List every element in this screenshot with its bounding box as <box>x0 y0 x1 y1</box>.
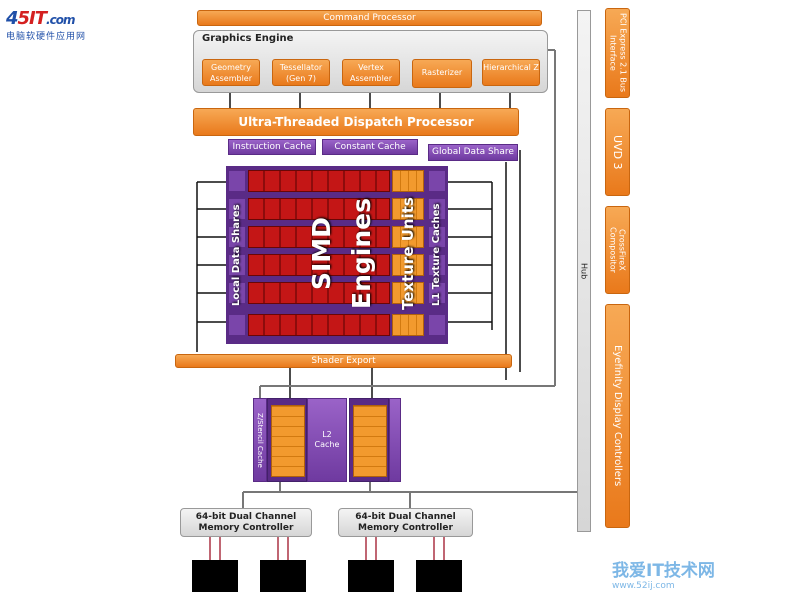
l2-cache: L2 Cache <box>307 398 347 482</box>
l1-cell <box>428 254 446 276</box>
l1-cell <box>428 282 446 304</box>
eyefinity-display-controllers: Eyefinity Display Controllers <box>605 304 630 528</box>
logo-brand-b: 5IT <box>17 8 47 29</box>
watermark-main: 我爱IT技术网 <box>612 561 715 581</box>
render-backend-cells <box>271 405 305 477</box>
l2-cache-label: L2 Cache <box>314 430 340 449</box>
local-data-shares-label: Local Data Shares <box>231 204 242 306</box>
hierarchical-z-label: Hierarchical Z <box>483 63 539 72</box>
global-data-share-label: Global Data Share <box>432 147 514 157</box>
texture-unit-row <box>392 198 424 220</box>
geometry-assembler-label: Geometry Assembler <box>209 63 253 83</box>
lds-cell <box>228 198 246 220</box>
memory-controller-2-line2: Memory Controller <box>358 522 453 533</box>
hub-label: Hub <box>579 262 589 280</box>
tessellator: Tessellator (Gen 7) <box>272 59 330 86</box>
crossfirex-label: CrossFireX Compositor <box>608 227 627 273</box>
instruction-cache: Instruction Cache <box>228 139 316 155</box>
memory-chip <box>192 560 238 592</box>
texture-unit-row <box>392 254 424 276</box>
memory-chip <box>260 560 306 592</box>
lds-cell <box>228 170 246 192</box>
eyefinity-label: Eyefinity Display Controllers <box>612 345 623 487</box>
pci-express-label: PCI Express 2.1 Bus Interface <box>608 13 628 93</box>
l1-cell <box>428 170 446 192</box>
logo-brand: 45IT.com <box>6 8 116 29</box>
lds-cell <box>228 282 246 304</box>
l1-cell <box>428 226 446 248</box>
hierarchical-z: Hierarchical Z <box>482 59 540 86</box>
logo-subtitle: 电脑软硬件应用网 <box>6 32 87 42</box>
geometry-assembler: Geometry Assembler <box>202 59 260 86</box>
instruction-cache-label: Instruction Cache <box>232 142 312 152</box>
vertex-assembler: Vertex Assembler <box>342 59 400 86</box>
shader-export-label: Shader Export <box>311 356 376 366</box>
pci-express-interface: PCI Express 2.1 Bus Interface <box>605 8 630 98</box>
render-backend-left <box>267 398 307 482</box>
dispatch-processor-label: Ultra-Threaded Dispatch Processor <box>238 115 474 129</box>
command-processor: Command Processor <box>197 10 542 26</box>
texture-unit-row <box>392 282 424 304</box>
dispatch-processor: Ultra-Threaded Dispatch Processor <box>193 108 519 136</box>
memory-controller-2-line1: 64-bit Dual Channel <box>355 511 456 522</box>
tessellator-label: Tessellator (Gen 7) <box>279 63 323 83</box>
memory-controller-1-line2: Memory Controller <box>198 522 294 533</box>
uvd-block: UVD 3 <box>605 108 630 196</box>
lds-cell <box>228 314 246 336</box>
memory-controller-2: 64-bit Dual Channel Memory Controller <box>338 508 473 537</box>
vertex-assembler-label: Vertex Assembler <box>349 63 393 83</box>
logo-brand-a: 4 <box>6 8 18 29</box>
uvd-label: UVD 3 <box>611 134 624 170</box>
constant-cache: Constant Cache <box>322 139 418 155</box>
rasterizer-label: Rasterizer <box>421 68 463 77</box>
site-logo: 45IT.com 电脑软硬件应用网 <box>6 8 116 42</box>
simd-row <box>248 282 390 304</box>
hub-bus: Hub <box>577 10 591 532</box>
l1-texture-caches-label: L1 Texture Caches <box>431 203 442 307</box>
memory-controller-1-line1: 64-bit Dual Channel <box>195 511 297 522</box>
l1-cell <box>428 314 446 336</box>
rasterizer: Rasterizer <box>412 59 472 88</box>
lds-cell <box>228 226 246 248</box>
texture-unit-row <box>392 314 424 336</box>
memory-chip <box>416 560 462 592</box>
simd-row <box>248 170 390 192</box>
simd-engines-label: SIMD Engines <box>307 198 376 310</box>
constant-cache-label: Constant Cache <box>334 142 406 152</box>
command-processor-label: Command Processor <box>323 13 416 23</box>
global-data-share: Global Data Share <box>428 144 518 161</box>
graphics-engine-panel: Graphics Engine Geometry Assembler Tesse… <box>193 30 548 93</box>
texture-unit-row <box>392 226 424 248</box>
color-cache <box>389 398 401 482</box>
crossfirex-compositor: CrossFireX Compositor <box>605 206 630 294</box>
l1-cell <box>428 198 446 220</box>
simd-row <box>248 314 390 336</box>
shader-export: Shader Export <box>175 354 512 368</box>
texture-unit-row <box>392 170 424 192</box>
simd-row <box>248 254 390 276</box>
logo-brand-c: .com <box>46 13 75 27</box>
memory-chip <box>348 560 394 592</box>
z-stencil-cache-label: Z/Stencil Cache <box>256 412 264 468</box>
graphics-engine-title: Graphics Engine <box>202 33 294 44</box>
z-stencil-cache: Z/Stencil Cache <box>253 398 267 482</box>
simd-row <box>248 226 390 248</box>
texture-units-label: Texture Units <box>399 197 417 311</box>
watermark: 我爱IT技术网 www.52ij.com <box>612 556 797 596</box>
watermark-sub: www.52ij.com <box>612 581 675 591</box>
render-backend-cells <box>353 405 387 477</box>
simd-row <box>248 198 390 220</box>
lds-cell <box>228 254 246 276</box>
render-backend-right <box>349 398 389 482</box>
memory-controller-1: 64-bit Dual Channel Memory Controller <box>180 508 312 537</box>
